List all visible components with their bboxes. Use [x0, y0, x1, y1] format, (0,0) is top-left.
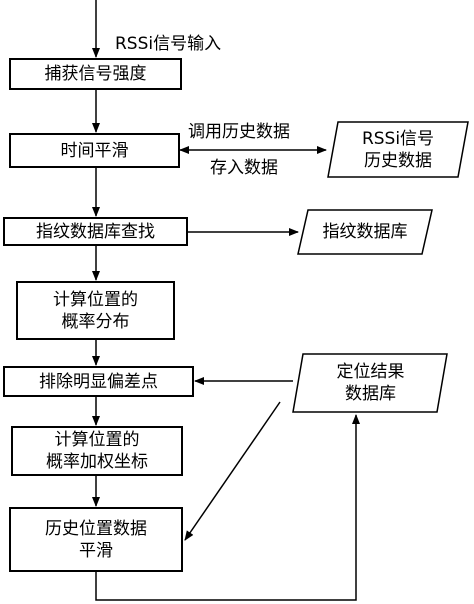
- step-weighted-coordinates: 计算位置的 概率加权坐标: [11, 426, 183, 476]
- edge-label-load-history: 调用历史数据: [188, 122, 290, 142]
- store-result-db-shape: [292, 353, 448, 413]
- edge-label-store-data: 存入数据: [210, 158, 278, 178]
- step-probability-distribution: 计算位置的 概率分布: [16, 281, 175, 340]
- store-rssi-history: RSSi信号 历史数据: [361, 129, 435, 171]
- step-history-smoothing: 历史位置数据 平滑: [9, 507, 183, 572]
- step-capture-signal: 捕获信号强度: [9, 58, 182, 90]
- input-label: RSSi信号输入: [115, 34, 222, 54]
- store-result-db: 定位结果 数据库: [336, 362, 405, 404]
- arrow-resultdb-history: [184, 401, 281, 541]
- step-fingerprint-search: 指纹数据库查找: [3, 217, 188, 246]
- step-remove-outliers: 排除明显偏差点: [3, 366, 194, 397]
- store-fingerprint-db-shape: [297, 209, 433, 255]
- store-rssi-history-shape: [327, 121, 469, 178]
- store-fingerprint-db: 指纹数据库: [322, 222, 408, 242]
- arrow-history-resultdb: [95, 414, 360, 601]
- step-time-smoothing: 时间平滑: [9, 133, 180, 168]
